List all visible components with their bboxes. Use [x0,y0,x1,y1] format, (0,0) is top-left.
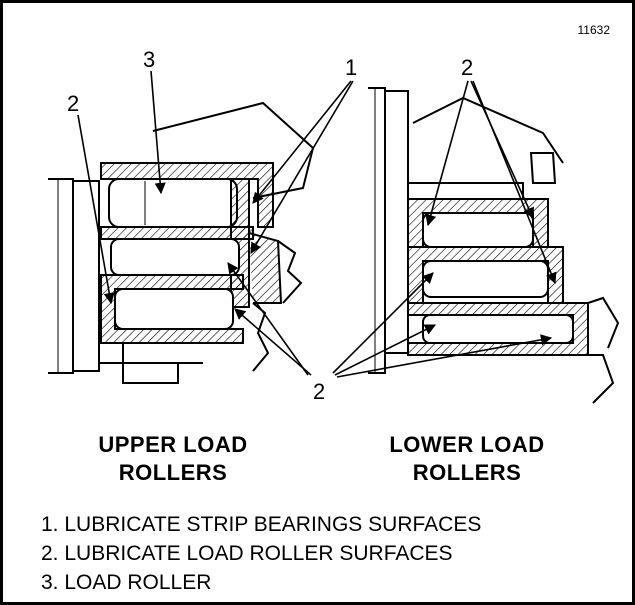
callout-upper-2: 2 [67,91,79,116]
callout-right-2: 2 [461,55,473,80]
callout-center-1: 1 [345,55,357,80]
legend-item-2: 2. LUBRICATE LOAD ROLLER SURFACES [41,542,453,565]
figure-id: 11632 [577,23,610,37]
lower-rollers-heading: LOWER LOAD ROLLERS [337,431,597,487]
callout-bottom-2: 2 [313,379,325,404]
callout-upper-3: 3 [143,47,155,72]
legend-item-3: 3. LOAD ROLLER [41,571,212,594]
upper-roller-assembly [48,101,315,384]
legend: 1. LUBRICATE STRIP BEARINGS SURFACES 2. … [41,510,481,597]
roller-diagram: 3 2 1 2 2 [48,47,620,404]
lower-heading-line2: ROLLERS [412,460,522,485]
upper-heading-line2: ROLLERS [118,460,228,485]
upper-rollers-heading: UPPER LOAD ROLLERS [43,431,303,487]
upper-heading-line1: UPPER LOAD [98,432,248,457]
callout-leaders [77,70,557,378]
lower-heading-line1: LOWER LOAD [389,432,545,457]
lower-roller-assembly [368,87,620,404]
legend-item-1: 1. LUBRICATE STRIP BEARINGS SURFACES [41,513,482,536]
callout-numbers: 3 2 1 2 2 [67,47,473,404]
